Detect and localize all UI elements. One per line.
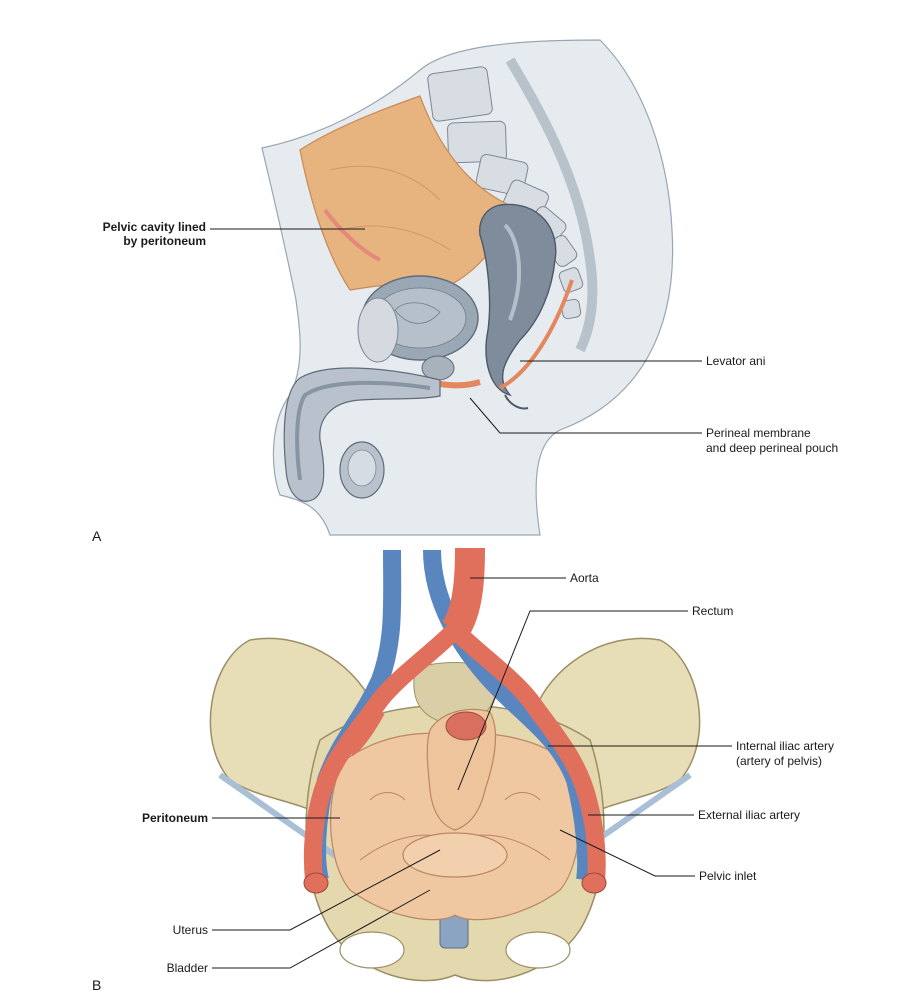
panel-b-illustration [209,547,701,982]
panel-a-illustration [261,39,674,536]
aorta-vessel [441,547,485,639]
uterus-shape [402,832,508,878]
label-internal-iliac-line2: (artery of pelvis) [736,754,823,768]
label-levator-ani: Levator ani [706,354,766,368]
label-pelvic-cavity-line1: Pelvic cavity lined [102,220,206,234]
label-bladder: Bladder [166,961,208,975]
penis [283,367,441,502]
panel-b-leaders [212,577,732,969]
label-perineal-line2: and deep perineal pouch [706,441,839,455]
panel-a-leaders [210,228,702,434]
label-rectum: Rectum [692,604,734,618]
label-internal-iliac-line1: Internal iliac artery [736,739,835,753]
label-pelvic-cavity-line2: by peritoneum [123,234,206,248]
label-external-iliac: External iliac artery [698,808,801,822]
panel-b-letter: B [92,977,102,993]
label-uterus: Uterus [172,923,208,937]
label-aorta: Aorta [570,571,599,585]
spinal-canal [505,57,598,353]
label-peritoneum: Peritoneum [141,811,208,825]
label-perineal-line1: Perineal membrane [706,426,811,440]
label-pelvic-inlet: Pelvic inlet [699,869,757,883]
panel-a-letter: A [92,528,102,544]
